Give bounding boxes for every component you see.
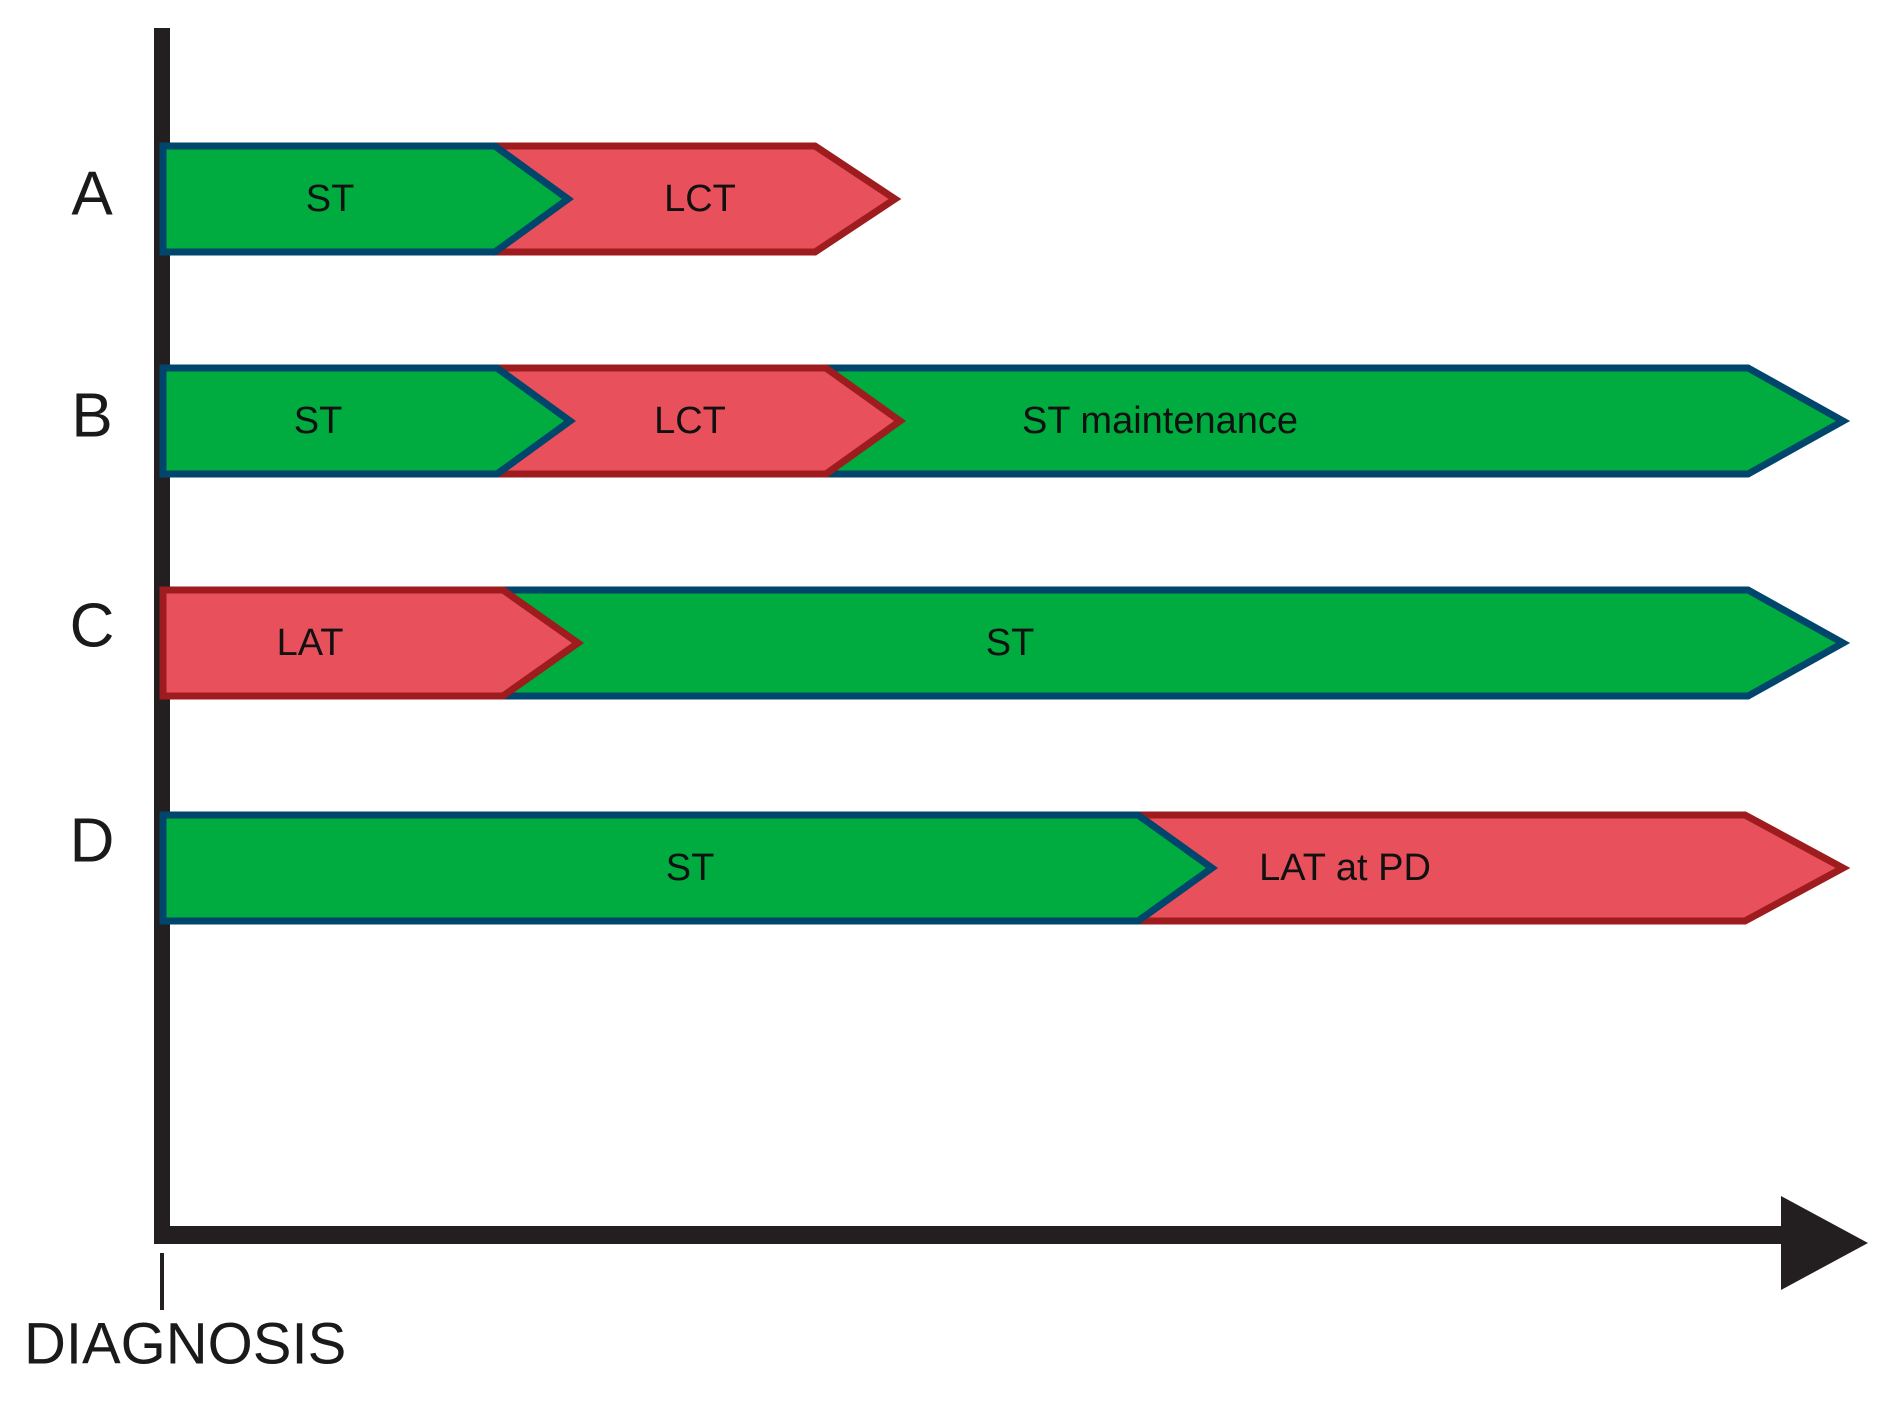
treatment-segment-c-2[interactable]	[499, 586, 1851, 700]
segment-label-b-3: ST maintenance	[1022, 400, 1298, 442]
segment-label-b-2: LCT	[654, 400, 726, 442]
treatment-segment-b-1[interactable]	[159, 364, 576, 478]
row-letter-c: C	[70, 591, 115, 660]
diagnosis-axis-label: DIAGNOSIS	[24, 1312, 346, 1377]
treatment-segment-b-3[interactable]	[822, 364, 1851, 478]
row-letter-b: B	[71, 381, 112, 450]
segment-label-a-2: LCT	[664, 178, 736, 220]
treatment-segment-c-1[interactable]	[159, 586, 585, 700]
row-letters-group: A B C D	[70, 159, 115, 875]
segment-label-d-1: ST	[666, 847, 715, 889]
segment-label-d-2: LAT at PD	[1259, 847, 1431, 889]
segment-label-b-1: ST	[294, 400, 343, 442]
treatment-segment-d-1[interactable]	[159, 811, 1219, 925]
x-axis-arrowhead-icon	[1781, 1196, 1868, 1290]
row-letter-a: A	[71, 159, 113, 228]
treatment-segment-a-1[interactable]	[159, 142, 574, 256]
segment-label-c-1: LAT	[277, 622, 344, 664]
segment-label-c-2: ST	[986, 622, 1035, 664]
row-letter-d: D	[70, 806, 115, 875]
segment-label-a-1: ST	[306, 178, 355, 220]
treatment-segment-d-2[interactable]	[1134, 811, 1851, 925]
